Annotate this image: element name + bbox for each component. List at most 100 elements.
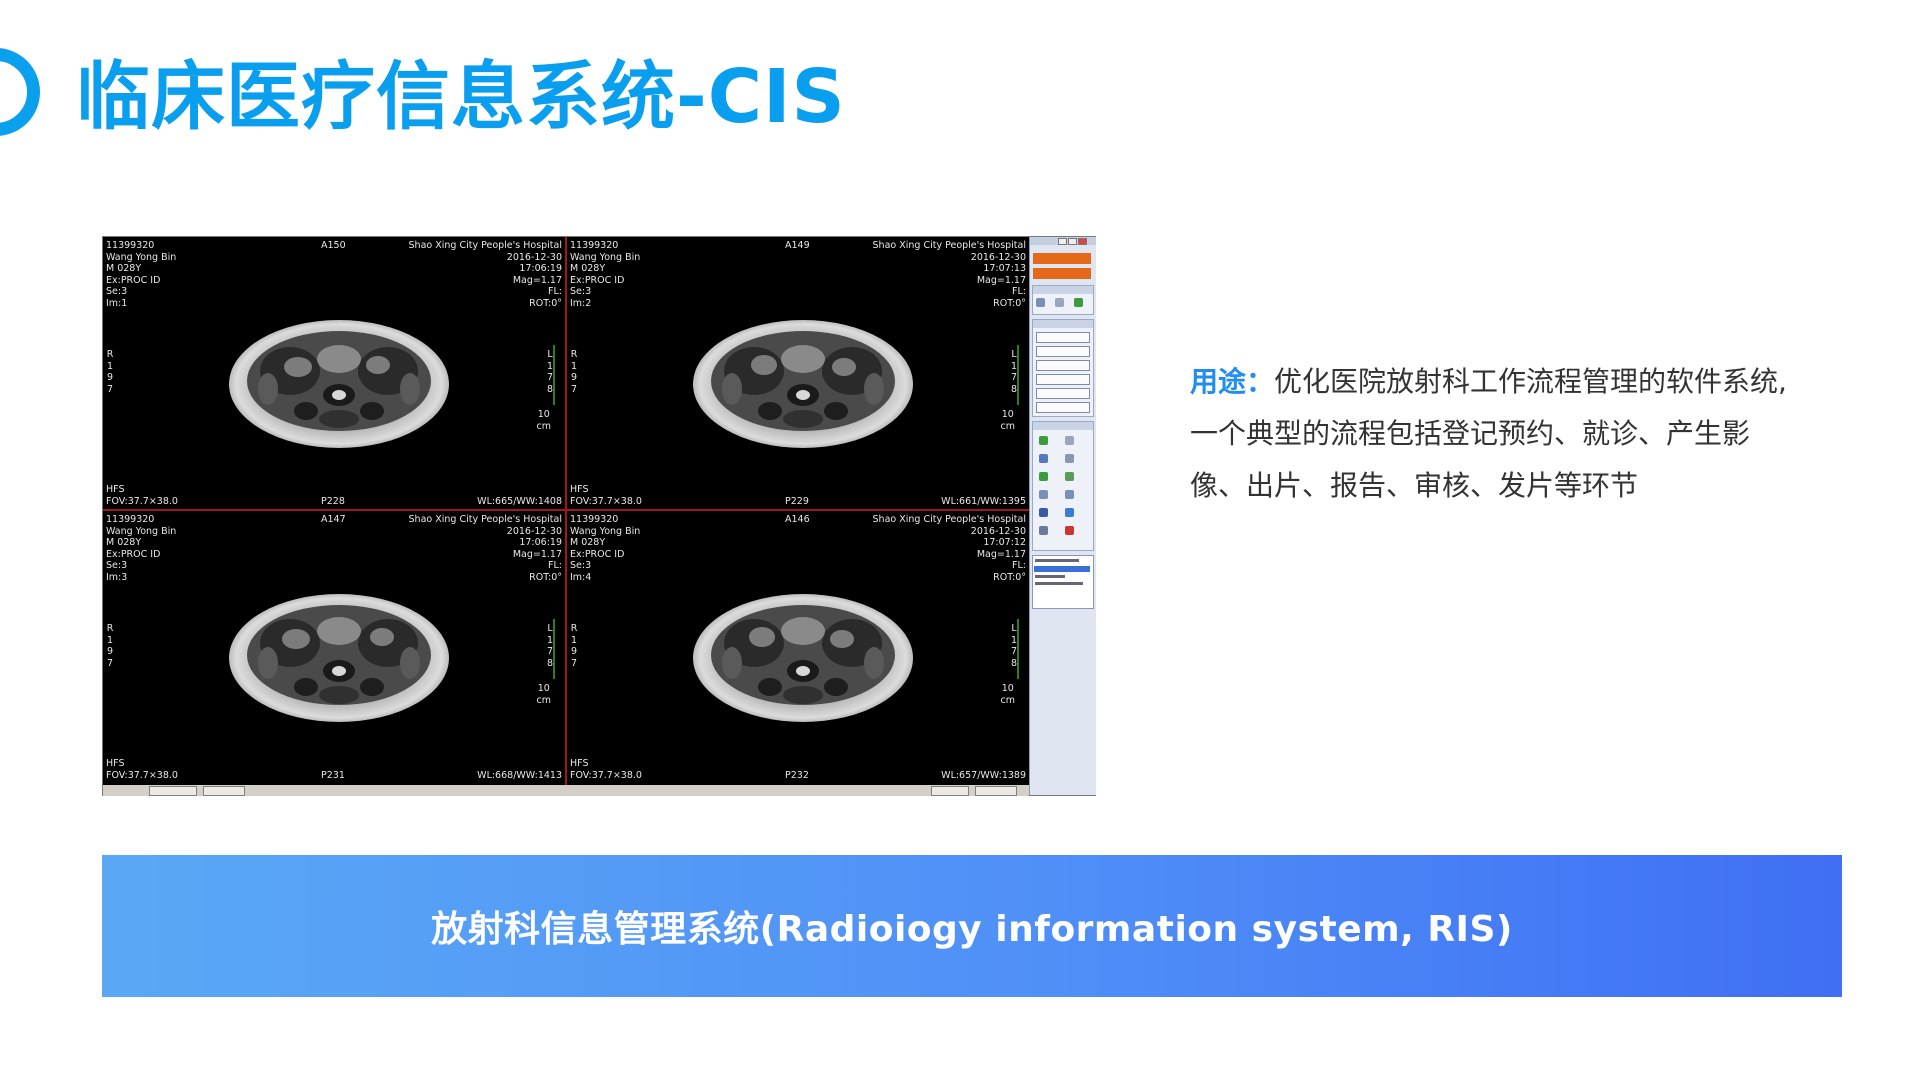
tool-group-title — [1033, 422, 1093, 430]
tool-button[interactable] — [1036, 332, 1090, 343]
anterior-marker: A147 — [321, 514, 346, 525]
anterior-marker: A149 — [785, 240, 810, 251]
image-number: Im:2 — [570, 297, 592, 309]
status-bar-button[interactable] — [203, 786, 245, 796]
tool-panel — [1029, 237, 1096, 795]
list-tool-icon[interactable] — [1065, 436, 1074, 445]
image-number: Im:1 — [106, 297, 128, 309]
patient-info-overlay: 11399320 Wang Yong Bin M 028Y Ex:PROC ID… — [570, 240, 640, 309]
hospital-name: Shao Xing City People's Hospital — [872, 514, 1026, 525]
image-viewport[interactable]: 11399320 Wang Yong Bin M 028Y Ex:PROC ID… — [103, 511, 565, 783]
image-viewport[interactable]: 11399320 Wang Yong Bin M 028Y Ex:PROC ID… — [103, 237, 565, 509]
tool-panel-titlebar — [1030, 237, 1096, 245]
status-bar — [103, 785, 1029, 796]
rotation: ROT:0° — [529, 297, 562, 309]
study-info-overlay: Shao Xing City People's Hospital 2016-12… — [873, 240, 1026, 309]
angle-tool-icon[interactable] — [1065, 472, 1074, 481]
annotation-tool-icon[interactable] — [1039, 508, 1048, 517]
tool-group-title — [1033, 286, 1093, 294]
scale-label: 10 cm — [536, 409, 551, 432]
rotation: ROT:0° — [993, 297, 1026, 309]
description-label: 用途： — [1190, 365, 1275, 398]
position-fov-overlay: HFS FOV:37.7×38.0 — [106, 758, 178, 781]
window-tool-icon[interactable] — [1039, 454, 1048, 463]
status-bar-button[interactable] — [149, 786, 197, 796]
series-list[interactable] — [1032, 555, 1094, 609]
list-item[interactable] — [1035, 559, 1079, 562]
pan-tool-icon[interactable] — [1055, 298, 1064, 307]
study-info-overlay: Shao Xing City People's Hospital 2016-12… — [409, 514, 562, 583]
position-fov-overlay: HFS FOV:37.7×38.0 — [106, 484, 178, 507]
cine-tool-icon[interactable] — [1039, 526, 1048, 535]
rotation: ROT:0° — [993, 571, 1026, 583]
viewport-divider-horizontal — [103, 509, 1029, 511]
right-orientation-marker: R 1 9 7 — [570, 623, 578, 669]
study-time: 17:07:12 — [983, 537, 1026, 548]
rotation: ROT:0° — [529, 571, 562, 583]
study-date: 2016-12-30 — [970, 251, 1026, 263]
tool-button[interactable] — [1036, 374, 1090, 385]
field-of-view: FOV:37.7×38.0 — [570, 495, 642, 507]
patient-position: HFS — [106, 484, 125, 495]
exam-id: Ex:PROC ID — [570, 548, 625, 560]
left-orientation-marker: L 1 7 8 — [1010, 623, 1018, 669]
viewport-divider-vertical — [565, 237, 567, 785]
flip-status: FL: — [1012, 560, 1026, 571]
patient-position: HFS — [106, 758, 125, 769]
window-level: WL:657/WW:1389 — [941, 769, 1026, 781]
posterior-marker: P231 — [321, 769, 345, 781]
posterior-marker: P232 — [785, 769, 809, 781]
image-viewport[interactable]: 11399320 Wang Yong Bin M 028Y Ex:PROC ID… — [567, 511, 1029, 783]
image-viewport[interactable]: 11399320 Wang Yong Bin M 028Y Ex:PROC ID… — [567, 237, 1029, 509]
magnification: Mag=1.17 — [976, 274, 1026, 286]
patient-name: Wang Yong Bin — [106, 251, 177, 263]
close-icon[interactable] — [1078, 238, 1087, 245]
left-orientation-marker: L 1 7 8 — [546, 623, 554, 669]
mri-axial-pelvis-image — [229, 320, 449, 448]
status-bar-button[interactable] — [975, 786, 1017, 796]
scale-bar — [1017, 345, 1019, 405]
scale-label: 10 cm — [1000, 409, 1015, 432]
zoom-tool-icon[interactable] — [1039, 436, 1048, 445]
pointer-tool-icon[interactable] — [1036, 298, 1045, 307]
patient-info-overlay: 11399320 Wang Yong Bin M 028Y Ex:PROC ID… — [570, 514, 640, 583]
patient-sex-age: M 028Y — [106, 263, 142, 274]
tool-button[interactable] — [1036, 360, 1090, 371]
tool-button[interactable] — [1036, 346, 1090, 357]
image-number: Im:4 — [570, 571, 592, 583]
magnify-tool-icon[interactable] — [1039, 490, 1048, 499]
paint-tool-icon[interactable] — [1065, 508, 1074, 517]
tool-group-title — [1033, 320, 1093, 328]
patient-id: 11399320 — [570, 240, 619, 251]
status-bar-button[interactable] — [931, 786, 969, 796]
description-text: 优化医院放射科工作流程管理的软件系统,一个典型的流程包括登记预约、就诊、产生影像… — [1190, 365, 1787, 502]
patient-position: HFS — [570, 758, 589, 769]
field-of-view: FOV:37.7×38.0 — [106, 769, 178, 781]
delete-icon[interactable] — [1065, 526, 1074, 535]
refresh-tool-icon[interactable] — [1074, 298, 1083, 307]
study-date: 2016-12-30 — [970, 525, 1026, 537]
list-item-selected[interactable] — [1034, 566, 1090, 572]
ris-banner: 放射科信息管理系统(Radioiogy information system, … — [102, 855, 1842, 997]
patient-sex-age: M 028Y — [570, 263, 606, 274]
tool-panel-action-button[interactable] — [1033, 268, 1091, 279]
list-item[interactable] — [1035, 582, 1083, 585]
patient-name: Wang Yong Bin — [570, 525, 641, 537]
tool-panel-action-button[interactable] — [1033, 253, 1091, 264]
study-date: 2016-12-30 — [506, 251, 562, 263]
crop-tool-icon[interactable] — [1065, 454, 1074, 463]
measure-tool-icon[interactable] — [1039, 472, 1048, 481]
tool-button[interactable] — [1036, 388, 1090, 399]
anterior-marker: A146 — [785, 514, 810, 525]
minimize-icon[interactable] — [1058, 238, 1067, 245]
pacs-viewer-screenshot: 11399320 Wang Yong Bin M 028Y Ex:PROC ID… — [102, 236, 1096, 796]
patient-name: Wang Yong Bin — [106, 525, 177, 537]
list-item[interactable] — [1035, 575, 1065, 578]
maximize-icon[interactable] — [1068, 238, 1077, 245]
search-icon[interactable] — [1065, 490, 1074, 499]
anterior-marker: A150 — [321, 240, 346, 251]
patient-id: 11399320 — [106, 514, 155, 525]
flip-status: FL: — [548, 286, 562, 297]
magnification: Mag=1.17 — [512, 274, 562, 286]
tool-button[interactable] — [1036, 402, 1090, 413]
